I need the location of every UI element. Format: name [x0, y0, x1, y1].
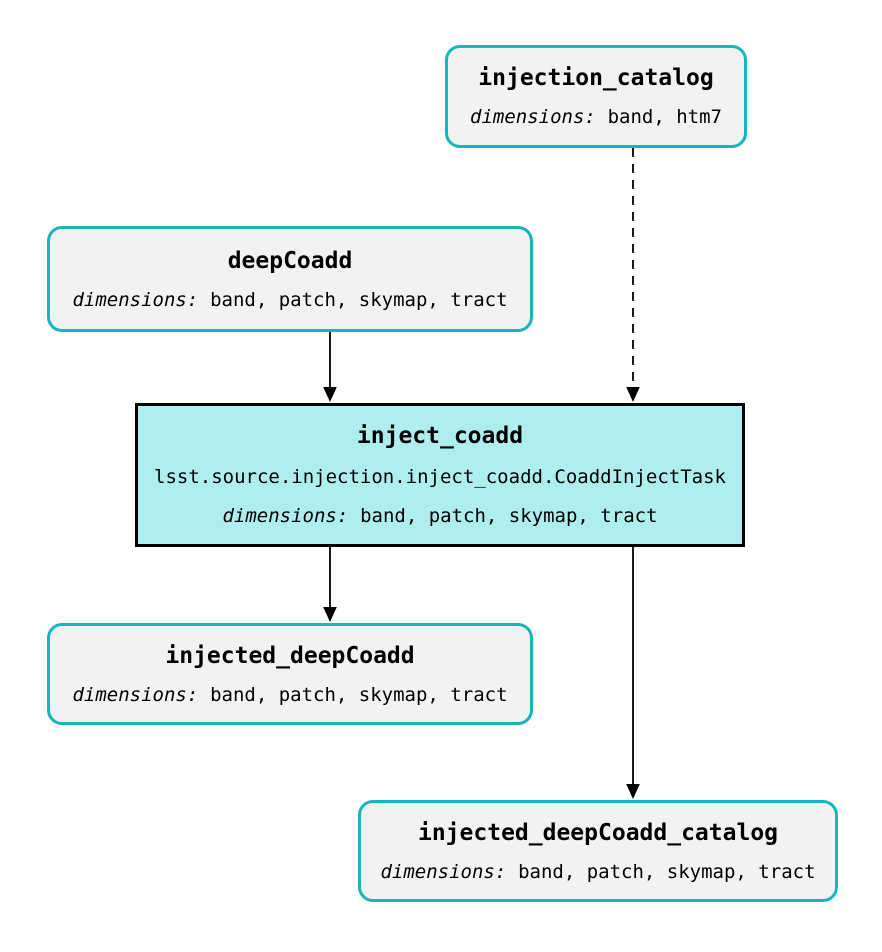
node-injection-catalog-title: injection_catalog: [478, 65, 714, 91]
arrowhead-inject-coadd-to-injected-deepcoadd-catalog: [626, 784, 640, 799]
node-injected-deepcoadd-catalog-title: injected_deepCoadd_catalog: [417, 819, 779, 846]
node-deepcoadd-dimensions: dimensions: band, patch, skymap, tract: [72, 290, 507, 310]
dimensions-values: band, patch, skymap, tract: [210, 288, 508, 311]
dimensions-label: dimensions:: [222, 505, 349, 527]
node-injected-deepcoadd: injected_deepCoadd dimensions: band, patc…: [47, 623, 533, 725]
arrowhead-inject-coadd-to-injected-deepcoadd: [323, 607, 337, 622]
node-deepcoadd-title: deepCoadd: [227, 247, 353, 274]
dimensions-label: dimensions:: [72, 288, 199, 311]
dimensions-label: dimensions:: [72, 683, 199, 706]
dimensions-values: band, patch, skymap, tract: [210, 683, 508, 706]
node-inject-coadd-title: inject_coadd: [356, 423, 524, 449]
node-injection-catalog: injection_catalog dimensions: band, htm7: [445, 45, 747, 148]
dimensions-label: dimensions:: [470, 106, 596, 128]
arrowhead-injection-catalog-to-inject-coadd: [626, 387, 640, 402]
dimensions-values: band, patch, skymap, tract: [518, 860, 816, 883]
node-injected-deepcoadd-catalog-dimensions: dimensions: band, patch, skymap, tract: [380, 862, 815, 882]
node-deepcoadd: deepCoadd dimensions: band, patch, skymap…: [47, 226, 533, 332]
dimensions-values: band, patch, skymap, tract: [360, 505, 658, 527]
node-inject-coadd-dimensions: dimensions: band, patch, skymap, tract: [222, 506, 657, 526]
dimensions-values: band, htm7: [607, 106, 722, 128]
node-inject-coadd-task: inject_coadd lsst.source.injection.injec…: [135, 403, 745, 547]
node-injected-deepcoadd-catalog: injected_deepCoadd_catalog dimensions: ba…: [358, 800, 838, 902]
node-inject-coadd-task-class: lsst.source.injection.inject_coadd.Coadd…: [154, 466, 726, 488]
node-injection-catalog-dimensions: dimensions: band, htm7: [470, 107, 722, 127]
node-injected-deepcoadd-title: injected_deepCoadd: [165, 642, 415, 669]
node-injected-deepcoadd-dimensions: dimensions: band, patch, skymap, tract: [72, 685, 507, 705]
arrowhead-deepcoadd-to-inject-coadd: [323, 387, 337, 402]
dimensions-label: dimensions:: [380, 860, 507, 883]
